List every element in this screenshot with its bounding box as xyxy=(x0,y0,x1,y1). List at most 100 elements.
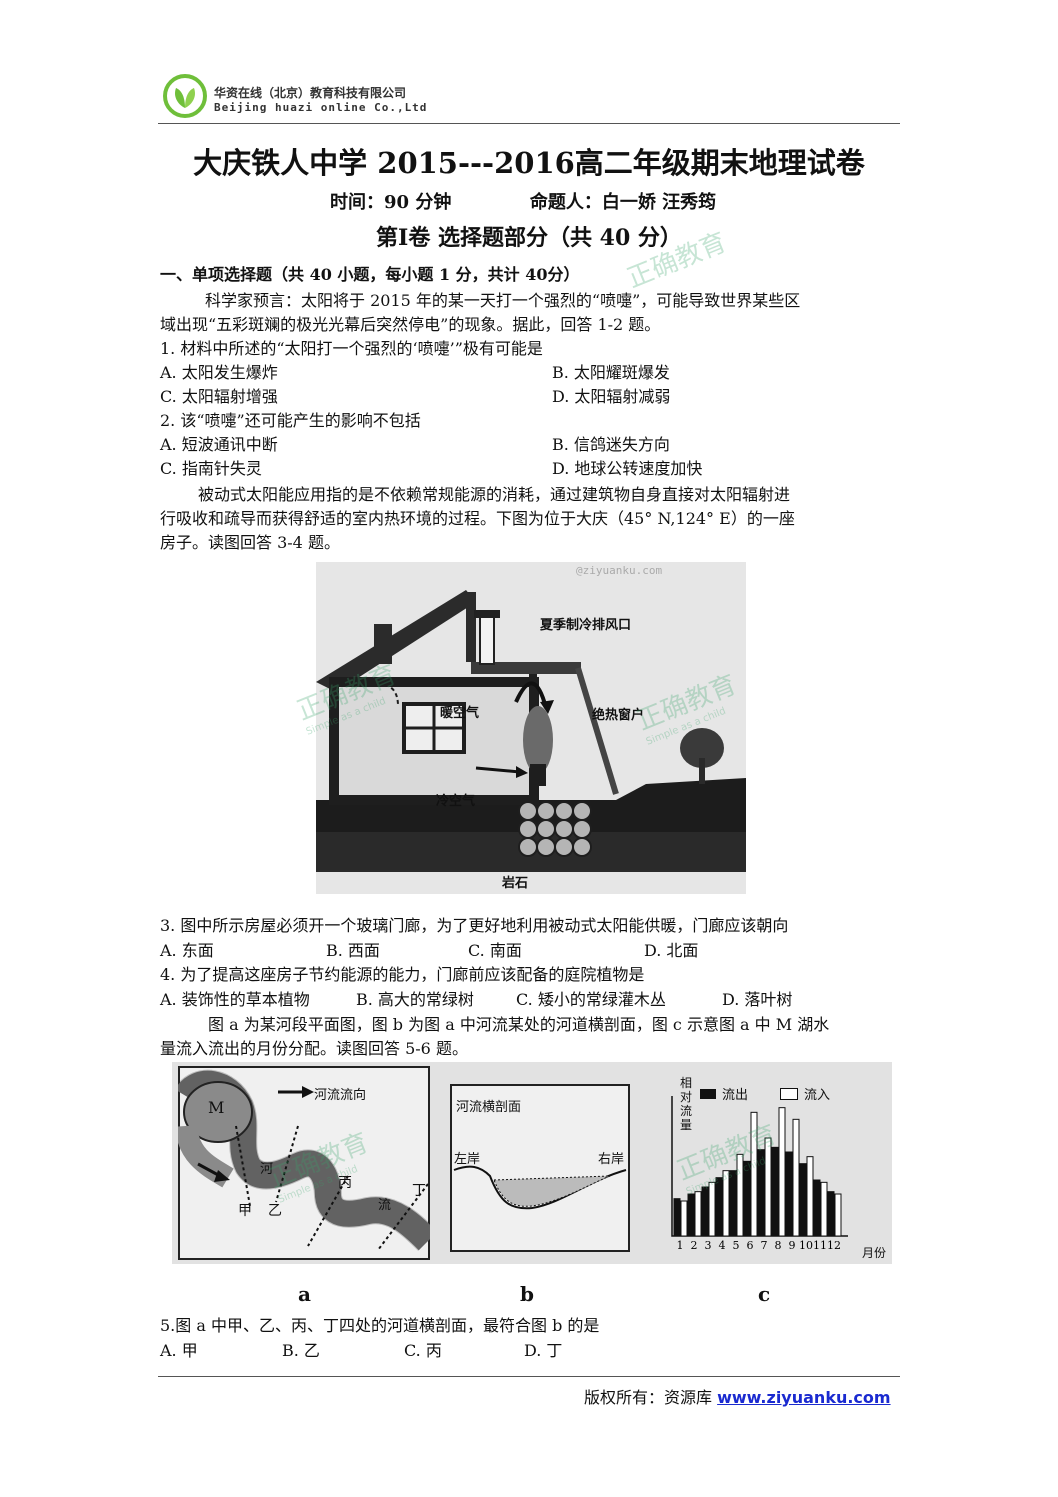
tick-label-6: 6 xyxy=(747,1239,754,1252)
caption-b: b xyxy=(520,1282,534,1306)
footer-divider xyxy=(158,1376,900,1377)
section-bing: 丙 xyxy=(338,1175,352,1191)
flow-direction-label: 河流流向 xyxy=(314,1088,367,1103)
passage2-line3: 房子。读图回答 3-4 题。 xyxy=(160,533,340,552)
bar-in-3 xyxy=(708,1181,716,1237)
q4-option-d: D. 落叶树 xyxy=(722,990,793,1009)
roof xyxy=(316,590,476,692)
q3-option-d: D. 北面 xyxy=(644,941,699,960)
q2-option-d: D. 地球公转速度加快 xyxy=(552,459,703,478)
tick-label-1: 1 xyxy=(677,1239,684,1252)
chart-ylabel: 相对流量 xyxy=(680,1076,693,1132)
bar-out-8 xyxy=(771,1146,779,1237)
bar-out-7 xyxy=(757,1149,765,1237)
copyright-text: 版权所有：资源库 xyxy=(584,1388,713,1407)
q1-option-c: C. 太阳辐射增强 xyxy=(160,387,278,406)
bar-in-5 xyxy=(736,1153,744,1237)
lake-label: M xyxy=(208,1098,225,1117)
river-label-liu: 流 xyxy=(378,1198,392,1213)
legend-swatch-out xyxy=(700,1088,716,1099)
figure-b-cross-section xyxy=(450,1084,630,1252)
q1-stem: 1. 材料中所述的“太阳打一个强烈的‘喷嚏’”极有可能是 xyxy=(160,339,543,358)
passage2-line1: 被动式太阳能应用指的是不依赖常规能源的消耗，通过建筑物自身直接对太阳辐射进 xyxy=(198,485,791,504)
exam-time: 时间：90 分钟 xyxy=(330,192,452,213)
river-label-he: 河 xyxy=(260,1162,274,1177)
company-name-cn: 华资在线（北京）教育科技有限公司 xyxy=(214,86,407,100)
passage1-line1: 科学家预言：太阳将于 2015 年的某一天打一个强烈的“喷嚏”，可能导致世界某些… xyxy=(205,291,801,310)
bar-out-1 xyxy=(673,1198,681,1237)
bar-in-4 xyxy=(722,1170,730,1237)
q2-stem: 2. 该“喷嚏”还可能产生的影响不包括 xyxy=(160,411,421,430)
bar-in-11 xyxy=(820,1181,828,1237)
q3-option-a: A. 东面 xyxy=(160,941,214,960)
company-name-en: Beijing huazi online Co.,Ltd xyxy=(214,101,428,114)
figure-a-river-map xyxy=(178,1066,430,1260)
bar-in-6 xyxy=(750,1111,758,1237)
q1-option-a: A. 太阳发生爆炸 xyxy=(160,363,278,382)
bar-in-10 xyxy=(806,1156,814,1237)
chart-xlabel: 月份 xyxy=(862,1246,887,1260)
bar-in-9 xyxy=(792,1118,800,1237)
q5-option-d: D. 丁 xyxy=(524,1341,563,1360)
q1-option-b: B. 太阳耀斑爆发 xyxy=(552,363,670,382)
q5-option-a: A. 甲 xyxy=(160,1341,198,1360)
caption-a: a xyxy=(298,1282,311,1306)
section-jia: 甲 xyxy=(238,1203,252,1219)
q4-stem: 4. 为了提高这座房子节约能源的能力，门廊前应该配备的庭院植物是 xyxy=(160,965,645,984)
exam-title: 大庆铁人中学 2015---2016高二年级期末地理试卷 xyxy=(193,146,865,180)
bar-out-12 xyxy=(827,1191,835,1237)
passage1-line2: 域出现“五彩斑斓的极光光幕后突然停电”的现象。据此，回答 1-2 题。 xyxy=(160,315,661,334)
tick-label-7: 7 xyxy=(761,1239,768,1252)
tick-label-8: 8 xyxy=(775,1239,782,1252)
left-bank-label: 左岸 xyxy=(454,1152,481,1167)
bar-in-8 xyxy=(778,1107,786,1237)
footer: 版权所有：资源库 www.ziyuanku.com xyxy=(584,1384,891,1408)
section-ding: 丁 xyxy=(412,1183,426,1199)
caption-c: c xyxy=(758,1282,771,1306)
tick-label-4: 4 xyxy=(719,1239,726,1252)
bar-out-9 xyxy=(785,1151,793,1237)
footer-link[interactable]: www.ziyuanku.com xyxy=(717,1388,891,1407)
tick-label-5: 5 xyxy=(733,1239,740,1252)
bar-in-12 xyxy=(834,1193,842,1237)
q2-option-b: B. 信鸽迷失方向 xyxy=(552,435,670,454)
tick-label-10: 10 xyxy=(799,1239,813,1252)
label-cold-air: 冷空气 xyxy=(436,794,476,809)
house-figure: @ziyuanku.com 夏季制冷排风口 暖空气 绝热窗户 冷空气 岩石 正确… xyxy=(293,562,746,894)
q3-option-c: C. 南面 xyxy=(468,941,522,960)
label-warm-air: 暖空气 xyxy=(440,706,480,721)
right-bank-label: 右岸 xyxy=(598,1152,625,1167)
bar-out-11 xyxy=(813,1179,821,1237)
q5-option-c: C. 丙 xyxy=(404,1341,442,1360)
fig-b-title: 河流横剖面 xyxy=(456,1100,522,1115)
q2-option-c: C. 指南针失灵 xyxy=(160,459,262,478)
house-diagram xyxy=(316,562,746,894)
label-window: 绝热窗户 xyxy=(592,708,645,723)
label-rock: 岩石 xyxy=(502,876,529,891)
q4-option-b: B. 高大的常绿树 xyxy=(356,990,474,1009)
passage3-line1: 图 a 为某河段平面图，图 b 为图 a 中河流某处的河道横剖面，图 c 示意图… xyxy=(208,1015,830,1034)
section-yi: 乙 xyxy=(268,1203,282,1219)
bar-in-1 xyxy=(680,1200,688,1237)
legend-swatch-in xyxy=(780,1087,799,1100)
bar-out-10 xyxy=(799,1163,807,1237)
q3-option-b: B. 西面 xyxy=(326,941,380,960)
passage3-line2: 量流入流出的月份分配。读图回答 5-6 题。 xyxy=(160,1039,468,1058)
section-heading: 一、单项选择题（共 40 小题，每小题 1 分，共计 40分） xyxy=(160,265,580,284)
exam-authors: 命题人：白一娇 汪秀筠 xyxy=(529,192,717,213)
bar-out-5 xyxy=(729,1170,737,1237)
chart-legend: 流出 流入 xyxy=(700,1084,830,1103)
bar-out-6 xyxy=(743,1160,751,1237)
q4-option-a: A. 装饰性的草本植物 xyxy=(160,990,310,1009)
tick-label-11: 11 xyxy=(813,1239,827,1252)
q5-option-b: B. 乙 xyxy=(282,1341,320,1360)
header-divider xyxy=(158,123,900,124)
tick-label-2: 2 xyxy=(691,1239,698,1252)
q1-option-d: D. 太阳辐射减弱 xyxy=(552,387,671,406)
q4-option-c: C. 矮小的常绿灌木丛 xyxy=(516,990,666,1009)
legend-label-out: 流出 xyxy=(722,1088,749,1103)
tick-label-3: 3 xyxy=(705,1239,712,1252)
exam-meta: 时间：90 分钟 命题人：白一娇 汪秀筠 xyxy=(330,188,716,214)
